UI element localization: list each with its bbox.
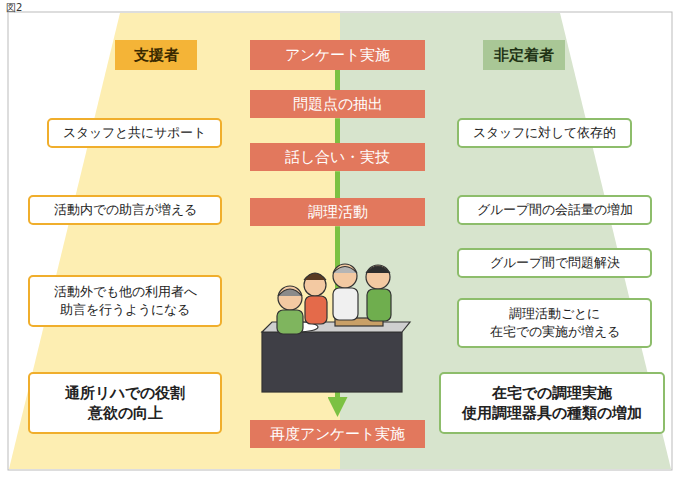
result-box: 在宅での調理実施 使用調理器具の種類の増加	[439, 372, 665, 434]
box-text: 活動外でも他の利用者へ 助言を行うようになる	[40, 283, 210, 318]
box-text: 話し合い・実技	[285, 147, 390, 167]
box-text: 再度アンケート実施	[270, 424, 405, 444]
figure-title: 図2	[6, 1, 22, 15]
box-text: 在宅での調理実施 使用調理器具の種類の増加	[452, 383, 652, 424]
role-header: 非定着者	[483, 40, 565, 70]
box-text: 支援者	[134, 45, 179, 65]
box-text: 活動内での助言が増える	[54, 201, 197, 219]
box-text: グループ間の会話量の増加	[477, 201, 633, 219]
note-box: スタッフに対して依存的	[457, 118, 632, 148]
box-text: スタッフと共にサポート	[63, 124, 206, 142]
flow-arrow	[335, 118, 340, 143]
note-box: 調理活動ごとに 在宅での実施が増える	[457, 298, 652, 348]
note-box: 活動外でも他の利用者へ 助言を行うようになる	[28, 275, 222, 327]
process-box: 再度アンケート実施	[250, 420, 425, 448]
box-text: アンケート実施	[285, 45, 390, 65]
box-text: スタッフに対して依存的	[473, 124, 616, 142]
box-text: 調理活動	[308, 202, 368, 222]
box-text: グループ間で問題解決	[490, 254, 620, 272]
note-box: グループ間で問題解決	[457, 248, 652, 278]
flow-arrow	[335, 171, 340, 198]
process-box: 問題点の抽出	[250, 90, 425, 118]
result-box: 通所リハでの役割 意欲の向上	[28, 372, 222, 434]
role-header: 支援者	[115, 40, 197, 70]
note-box: 活動内での助言が増える	[28, 195, 222, 225]
flow-arrow	[335, 70, 340, 90]
box-text: 問題点の抽出	[293, 94, 383, 114]
box-text: 調理活動ごとに 在宅での実施が増える	[470, 305, 640, 340]
note-box: グループ間の会話量の増加	[457, 195, 652, 225]
process-box: アンケート実施	[250, 40, 425, 70]
note-box: スタッフと共にサポート	[47, 118, 222, 148]
process-box: 調理活動	[250, 198, 425, 226]
box-text: 通所リハでの役割 意欲の向上	[50, 383, 200, 424]
process-box: 話し合い・実技	[250, 143, 425, 171]
box-text: 非定着者	[494, 45, 554, 65]
